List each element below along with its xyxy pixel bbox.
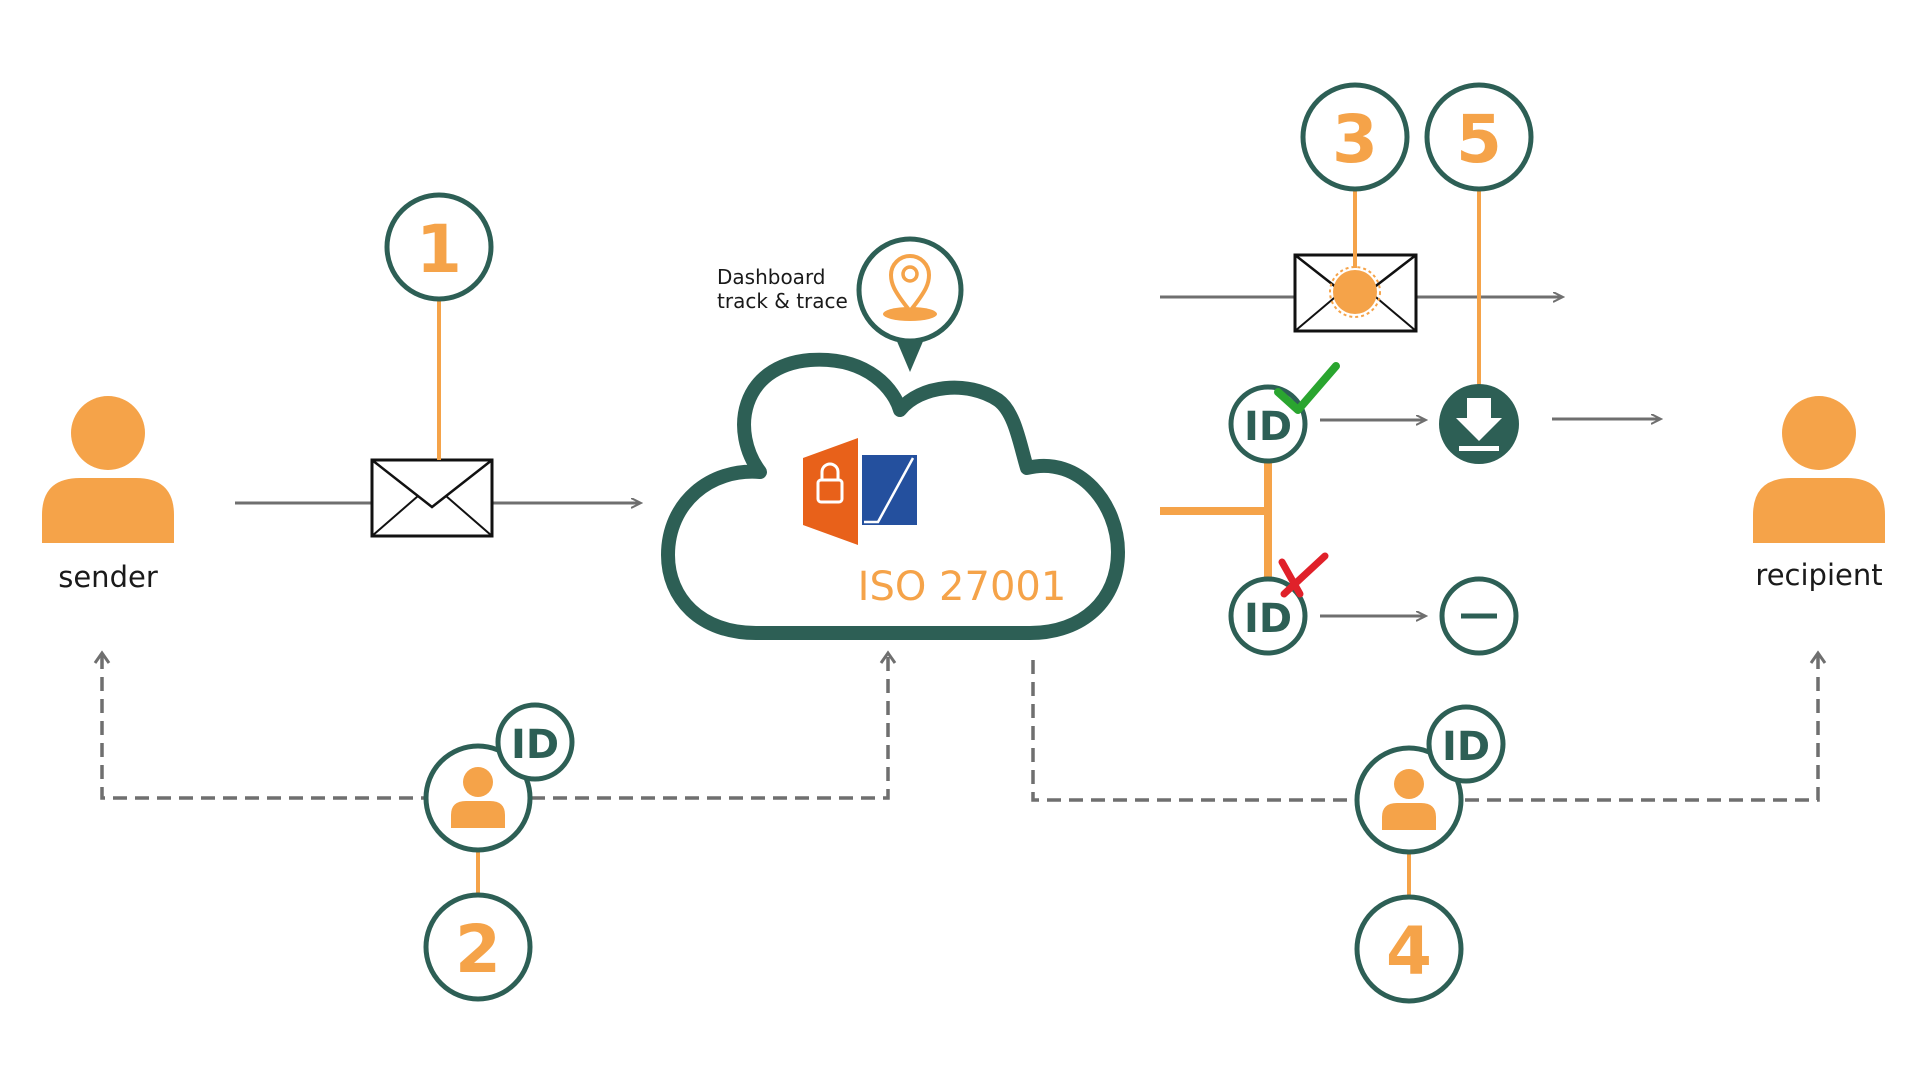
check-icon <box>1274 362 1340 414</box>
dashboard-label: Dashboard <box>717 265 826 289</box>
sender-auth-id-badge: ID <box>495 702 575 782</box>
sender-auth-id-text: ID <box>511 722 559 768</box>
sender-person-icon <box>42 396 174 543</box>
step-1-badge: 1 <box>384 192 494 302</box>
recipient-auth-id-badge: ID <box>1426 704 1506 784</box>
recipient-auth-arrowhead-right <box>1809 650 1827 664</box>
sender-auth-arrowhead-right <box>879 650 897 664</box>
blocked-icon <box>1439 576 1519 656</box>
recipient-person-icon <box>1753 396 1885 543</box>
office-lock-icon <box>803 438 917 545</box>
sealed-envelope-icon <box>1293 253 1418 333</box>
step-2-number: 2 <box>455 911 501 988</box>
recipient-auth-user-badge <box>1354 745 1464 855</box>
recipient-label: recipient <box>1755 558 1882 592</box>
step-5-badge: 5 <box>1424 82 1534 192</box>
step-2-badge: 2 <box>423 892 533 1002</box>
iso-27001-label: ISO 27001 <box>858 564 1067 610</box>
sender-auth-arrowhead-left <box>93 650 111 664</box>
recipient-auth-id-text: ID <box>1442 724 1490 770</box>
id-verified-badge: ID <box>1228 384 1308 464</box>
step-5-number: 5 <box>1456 101 1502 178</box>
download-icon[interactable] <box>1439 384 1519 464</box>
sender-auth-user-badge <box>423 743 533 853</box>
cross-icon <box>1278 552 1329 598</box>
step-3-badge: 3 <box>1300 82 1410 192</box>
step-3-number: 3 <box>1332 101 1378 178</box>
track-trace-label: track & trace <box>717 289 848 313</box>
step-4-number: 4 <box>1386 913 1432 990</box>
id-verified-text: ID <box>1244 404 1292 450</box>
step-4-badge: 4 <box>1354 894 1464 1004</box>
id-rejected-badge: ID <box>1228 576 1308 656</box>
location-pin-icon <box>856 236 964 372</box>
sender-label: sender <box>58 560 158 594</box>
envelope-icon <box>370 458 494 538</box>
step-1-number: 1 <box>416 211 462 288</box>
id-rejected-text: ID <box>1244 596 1292 642</box>
